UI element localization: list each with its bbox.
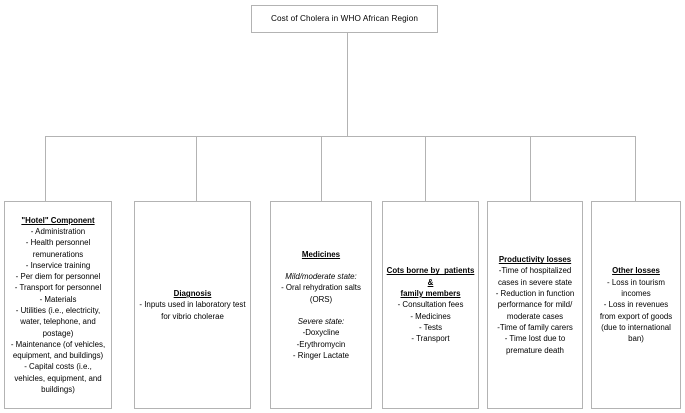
leaf-line: - Loss in revenues from export of goods … xyxy=(599,300,675,344)
connector-drop-1 xyxy=(196,136,197,201)
root-node-label: Cost of Cholera in WHO African Region xyxy=(270,14,419,24)
leaf-title: Medicines xyxy=(301,249,341,259)
leaf-title: Productivity losses xyxy=(498,255,572,265)
leaf-title: "Hotel" Component xyxy=(21,215,95,225)
leaf-line: - Maintenance (of vehicles, equipment, a… xyxy=(10,339,108,361)
leaf-line: -Time of hospitalized cases in severe st… xyxy=(497,266,574,287)
leaf-node-costs-borne-by-patients: Cots borne by patients & family members … xyxy=(382,201,479,409)
leaf-node-diagnosis: Diagnosis - Inputs used in laboratory te… xyxy=(134,201,251,409)
leaf-line: -Erythromycin xyxy=(296,339,346,349)
leaf-line: - Utilities (i.e., electricity, water, t… xyxy=(15,306,103,338)
leaf-line: - Time lost due to premature death xyxy=(504,334,568,355)
connector-drop-2 xyxy=(321,136,322,201)
leaf-line: - Reduction in function performance for … xyxy=(495,289,577,321)
leaf-line: - Transport for personnel xyxy=(14,283,102,293)
leaf-line: -Doxycline xyxy=(302,328,340,338)
connector-bus xyxy=(45,136,636,137)
leaf-line: - Consultation fees xyxy=(397,300,464,310)
leaf-line: - Administration xyxy=(30,226,86,236)
leaf-line: - Capital costs (i.e., vehicles, equipme… xyxy=(14,362,104,395)
leaf-node-other-losses: Other losses - Loss in tourism incomes -… xyxy=(591,201,681,409)
leaf-title: Diagnosis xyxy=(173,289,212,299)
leaf-line: - Loss in tourism incomes xyxy=(607,277,668,299)
connector-drop-4 xyxy=(530,136,531,201)
spacer xyxy=(274,305,368,316)
leaf-line: - Inservice training xyxy=(25,260,91,270)
leaf-line: - Inputs used in laboratory test for vib… xyxy=(139,300,248,321)
leaf-line: - Medicines xyxy=(410,311,451,321)
connector-drop-3 xyxy=(425,136,426,201)
leaf-line: - Materials xyxy=(39,294,77,304)
leaf-line: - Oral rehydration salts (ORS) xyxy=(281,283,364,304)
leaf-line: - Health personnel remunerations xyxy=(25,238,93,259)
leaf-line: - Transport xyxy=(411,334,450,344)
leaf-title: Other losses xyxy=(612,266,660,276)
leaf-node-productivity-losses: Productivity losses -Time of hospitalize… xyxy=(487,201,583,409)
connector-root-stem xyxy=(347,33,348,136)
leaf-node-hotel-component: "Hotel" Component - Administration - Hea… xyxy=(4,201,112,409)
leaf-line: - Ringer Lactate xyxy=(292,350,350,360)
leaf-line: - Per diem for personnel xyxy=(15,272,101,282)
leaf-line: -Time of family carers xyxy=(497,322,573,332)
leaf-title: Cots borne by patients & family members xyxy=(386,266,475,299)
root-node: Cost of Cholera in WHO African Region xyxy=(251,5,438,33)
leaf-subtitle: Severe state: xyxy=(297,317,345,326)
spacer xyxy=(274,260,368,271)
leaf-subtitle: Mild/moderate state: xyxy=(285,272,357,282)
connector-drop-5 xyxy=(635,136,636,201)
leaf-node-medicines: Medicines Mild/moderate state: - Oral re… xyxy=(270,201,372,409)
leaf-line: - Tests xyxy=(418,322,443,332)
connector-drop-0 xyxy=(45,136,46,201)
